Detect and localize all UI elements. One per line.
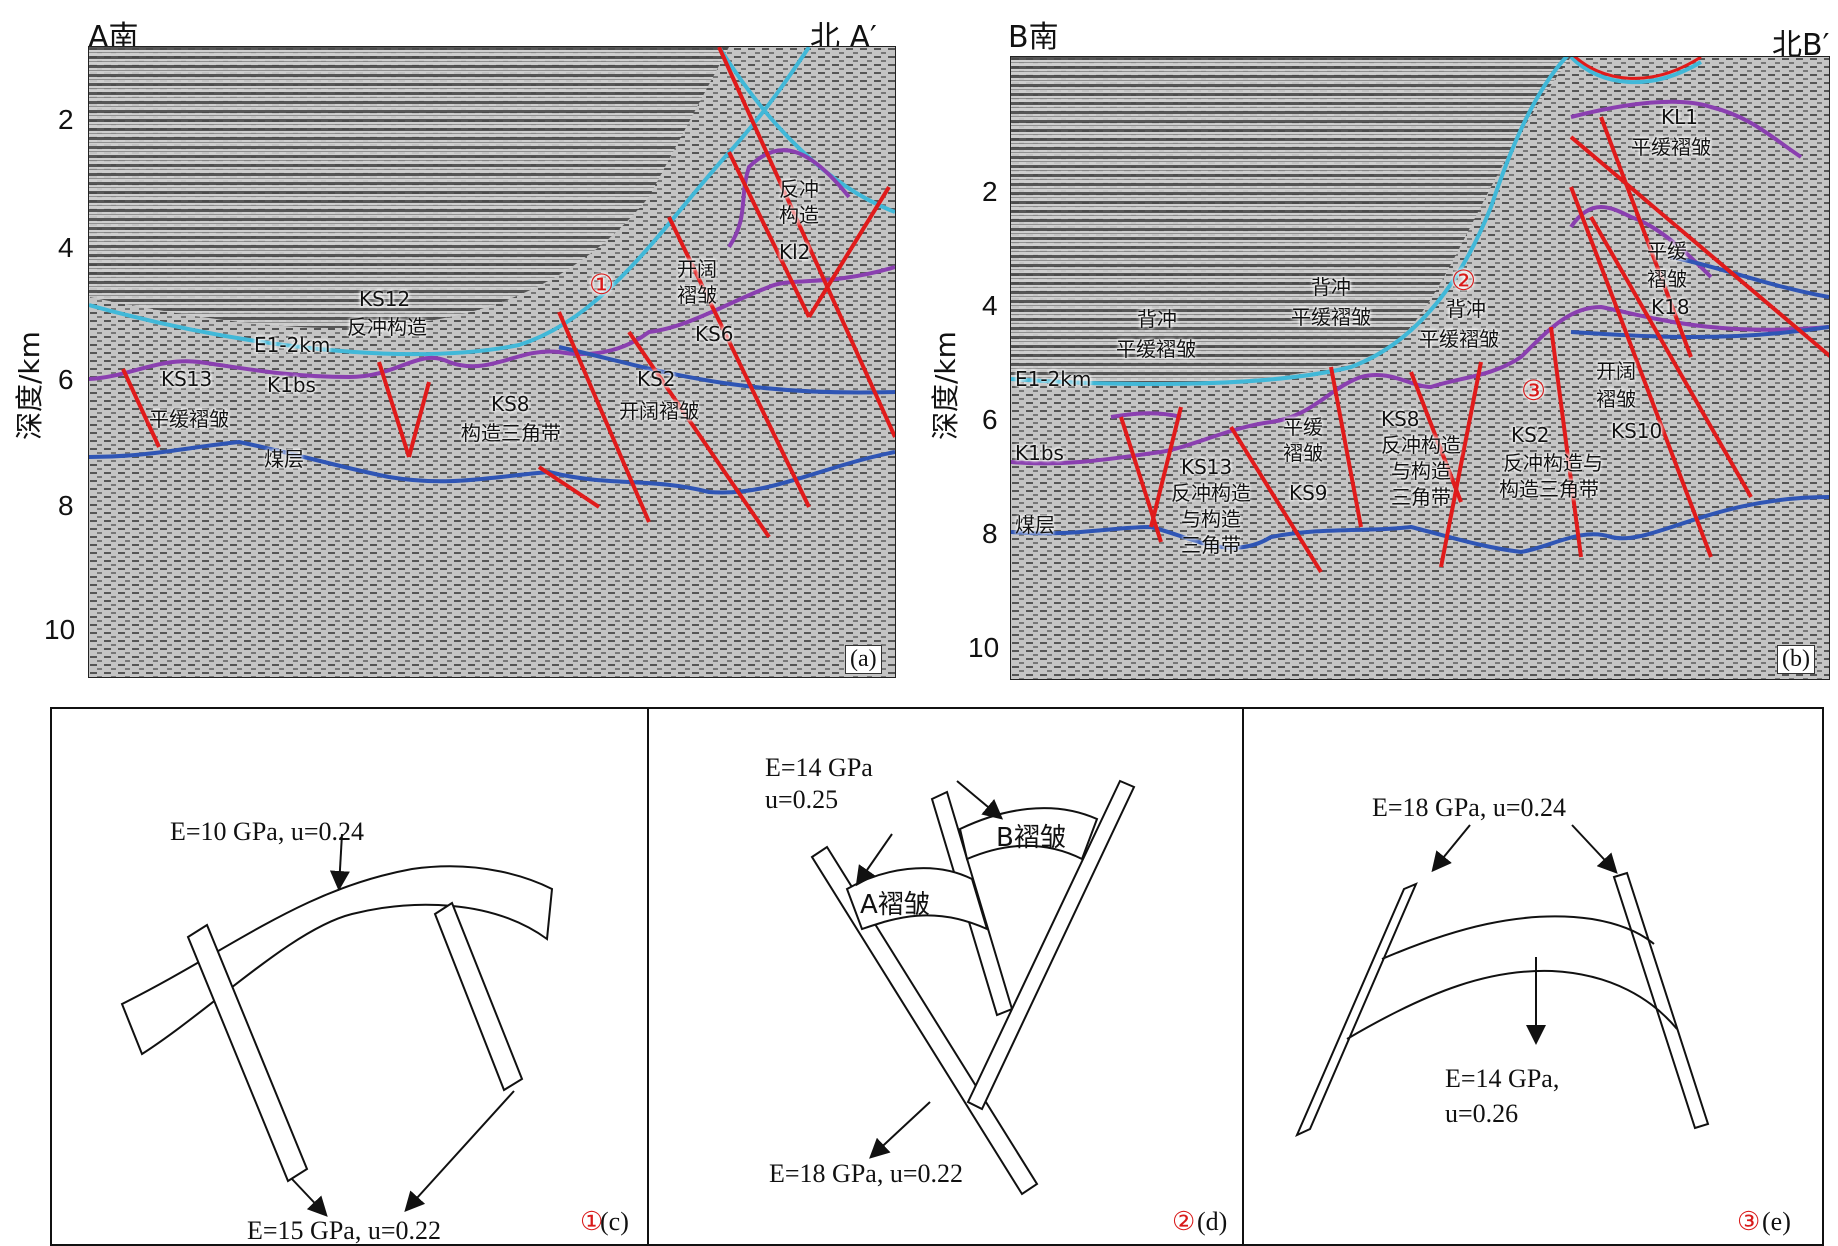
kl2-desc-2: 构造 bbox=[779, 203, 819, 227]
k-bs-label: K1bs bbox=[267, 373, 316, 397]
ks12-label: KS12 bbox=[359, 287, 411, 311]
ks10-label: KS10 bbox=[1611, 419, 1663, 443]
kl1-label: KL1 bbox=[1661, 105, 1698, 129]
backthrust-3-a: 背冲 bbox=[1446, 297, 1486, 321]
ks6-label: KS6 bbox=[695, 322, 734, 346]
panel-e-top-label: E=18 GPa, u=0.24 bbox=[1372, 793, 1566, 822]
ks6-desc-2: 褶皱 bbox=[677, 283, 717, 307]
panel-c-tag: (c) bbox=[600, 1207, 629, 1236]
backthrust-3-b: 平缓褶皱 bbox=[1419, 327, 1499, 351]
ks10-desc-2: 褶皱 bbox=[1596, 387, 1636, 411]
marker-1: ① bbox=[589, 268, 615, 301]
panel-b-seismic-section: KL1 平缓褶皱 背冲 平缓褶皱 背冲 平缓褶皱 背冲 平缓褶皱 平缓 褶皱 K… bbox=[1010, 56, 1830, 680]
schematic-svg bbox=[120, 779, 1710, 1217]
panel-a-tag: (a) bbox=[845, 645, 882, 674]
ks8-label: KS8 bbox=[491, 392, 530, 416]
ks13-desc-2: 与构造 bbox=[1181, 507, 1241, 531]
divider-right bbox=[1242, 709, 1244, 1244]
panel-a-ytick: 10 bbox=[44, 614, 76, 645]
panel-b-tag: (b) bbox=[1777, 645, 1815, 674]
k18-label: K18 bbox=[1651, 295, 1690, 319]
ks2-desc-1: 反冲构造与 bbox=[1503, 451, 1603, 475]
kl1-desc: 平缓褶皱 bbox=[1631, 135, 1711, 159]
ks13-label-b: KS13 bbox=[1181, 455, 1233, 479]
ks8-desc-1: 反冲构造 bbox=[1381, 433, 1461, 457]
panel-e-drawing bbox=[1295, 824, 1710, 1138]
fold-b-label: B褶皱 bbox=[996, 823, 1066, 853]
panel-c-top-label: E=10 GPa, u=0.24 bbox=[170, 817, 364, 846]
panel-a-ytick: 2 bbox=[58, 104, 74, 135]
panel-d-tag: (d) bbox=[1197, 1207, 1228, 1236]
panel-b-ytick: 2 bbox=[982, 176, 998, 207]
ks12-desc: 反冲构造 bbox=[347, 315, 427, 339]
ks2-label-b: KS2 bbox=[1511, 423, 1550, 447]
panel-c-marker: ① bbox=[580, 1207, 604, 1236]
panel-c-drawing bbox=[120, 833, 554, 1217]
panel-a-ytick: 4 bbox=[58, 232, 74, 263]
backthrust-2-b: 平缓褶皱 bbox=[1291, 305, 1371, 329]
panel-a-seismic-section: KS12 反冲构造 KS13 平缓褶皱 E1-2km K1bs 煤层 KS8 构… bbox=[88, 46, 896, 678]
ks8-desc-2: 与构造 bbox=[1391, 459, 1451, 483]
schematic-panels: E=10 GPa, u=0.24 E=15 GPa, u=0.22 ① (c) … bbox=[50, 707, 1824, 1246]
ks8-label-b: KS8 bbox=[1381, 407, 1420, 431]
panel-e-bottom-label-1: E=14 GPa, bbox=[1445, 1064, 1560, 1093]
panel-e-bottom-label-2: u=0.26 bbox=[1445, 1099, 1519, 1128]
ks8-desc-3: 三角带 bbox=[1391, 485, 1451, 509]
panel-d-marker: ② bbox=[1172, 1207, 1196, 1236]
coal-label-b: 煤层 bbox=[1015, 513, 1055, 537]
ks2-label: KS2 bbox=[637, 367, 676, 391]
backthrust-1-b: 平缓褶皱 bbox=[1116, 337, 1196, 361]
panel-b-ytick: 8 bbox=[982, 518, 998, 549]
divider-left bbox=[647, 709, 649, 1244]
k18-desc-2: 褶皱 bbox=[1647, 267, 1687, 291]
coal-label: 煤层 bbox=[264, 447, 304, 471]
panel-d-bottom-label: E=18 GPa, u=0.22 bbox=[769, 1159, 963, 1188]
panel-b-ytick: 4 bbox=[982, 290, 998, 321]
panel-b-ytick: 6 bbox=[982, 404, 998, 435]
panel-b-yaxis-label: 深度/km bbox=[929, 331, 962, 440]
panel-a-ytick: 8 bbox=[58, 490, 74, 521]
backthrust-1-a: 背冲 bbox=[1137, 307, 1177, 331]
panel-a-ytick: 6 bbox=[58, 364, 74, 395]
ks2-desc-2: 构造三角带 bbox=[1499, 477, 1599, 501]
kl2-desc-1: 反冲 bbox=[779, 177, 819, 201]
panel-e-marker: ③ bbox=[1737, 1207, 1761, 1236]
ks13-desc: 平缓褶皱 bbox=[149, 407, 229, 431]
panel-a-yaxis-label: 深度/km bbox=[13, 331, 46, 440]
marker-3: ③ bbox=[1521, 374, 1547, 407]
ks9-label: KS9 bbox=[1289, 481, 1328, 505]
fold-a-label: A褶皱 bbox=[860, 890, 930, 920]
panel-b-seismic-svg bbox=[1011, 57, 1829, 679]
ks9-desc-2: 褶皱 bbox=[1283, 441, 1323, 465]
kl2-label: Kl2 bbox=[779, 240, 811, 264]
panel-e-tag: (e) bbox=[1762, 1207, 1791, 1236]
panel-d-top-label-2: u=0.25 bbox=[765, 785, 839, 814]
panel-b-left-header: B南 bbox=[1008, 20, 1059, 55]
panel-b-ytick: 10 bbox=[968, 632, 1000, 663]
panel-a-seismic-svg bbox=[89, 47, 895, 677]
k18-desc-1: 平缓 bbox=[1647, 239, 1687, 263]
ks9-desc-1: 平缓 bbox=[1283, 415, 1323, 439]
ks13-label: KS13 bbox=[161, 367, 213, 391]
ks13-desc-3: 三角带 bbox=[1181, 533, 1241, 557]
ks13-desc-1: 反冲构造 bbox=[1171, 481, 1251, 505]
panel-d-top-label-1: E=14 GPa bbox=[765, 753, 873, 782]
e-km-label: E1-2km bbox=[254, 333, 331, 357]
panel-c-bottom-label: E=15 GPa, u=0.22 bbox=[247, 1216, 441, 1245]
marker-2: ② bbox=[1451, 264, 1477, 297]
panel-d-drawing bbox=[810, 779, 1136, 1196]
k-bs-label-b: K1bs bbox=[1015, 441, 1064, 465]
ks6-desc-1: 开阔 bbox=[677, 257, 717, 281]
e-km-label-b: E1-2km bbox=[1015, 367, 1092, 391]
ks8-desc: 构造三角带 bbox=[461, 421, 561, 445]
ks10-desc-1: 开阔 bbox=[1596, 359, 1636, 383]
ks2-desc: 开阔褶皱 bbox=[619, 399, 699, 423]
backthrust-2-a: 背冲 bbox=[1311, 275, 1351, 299]
